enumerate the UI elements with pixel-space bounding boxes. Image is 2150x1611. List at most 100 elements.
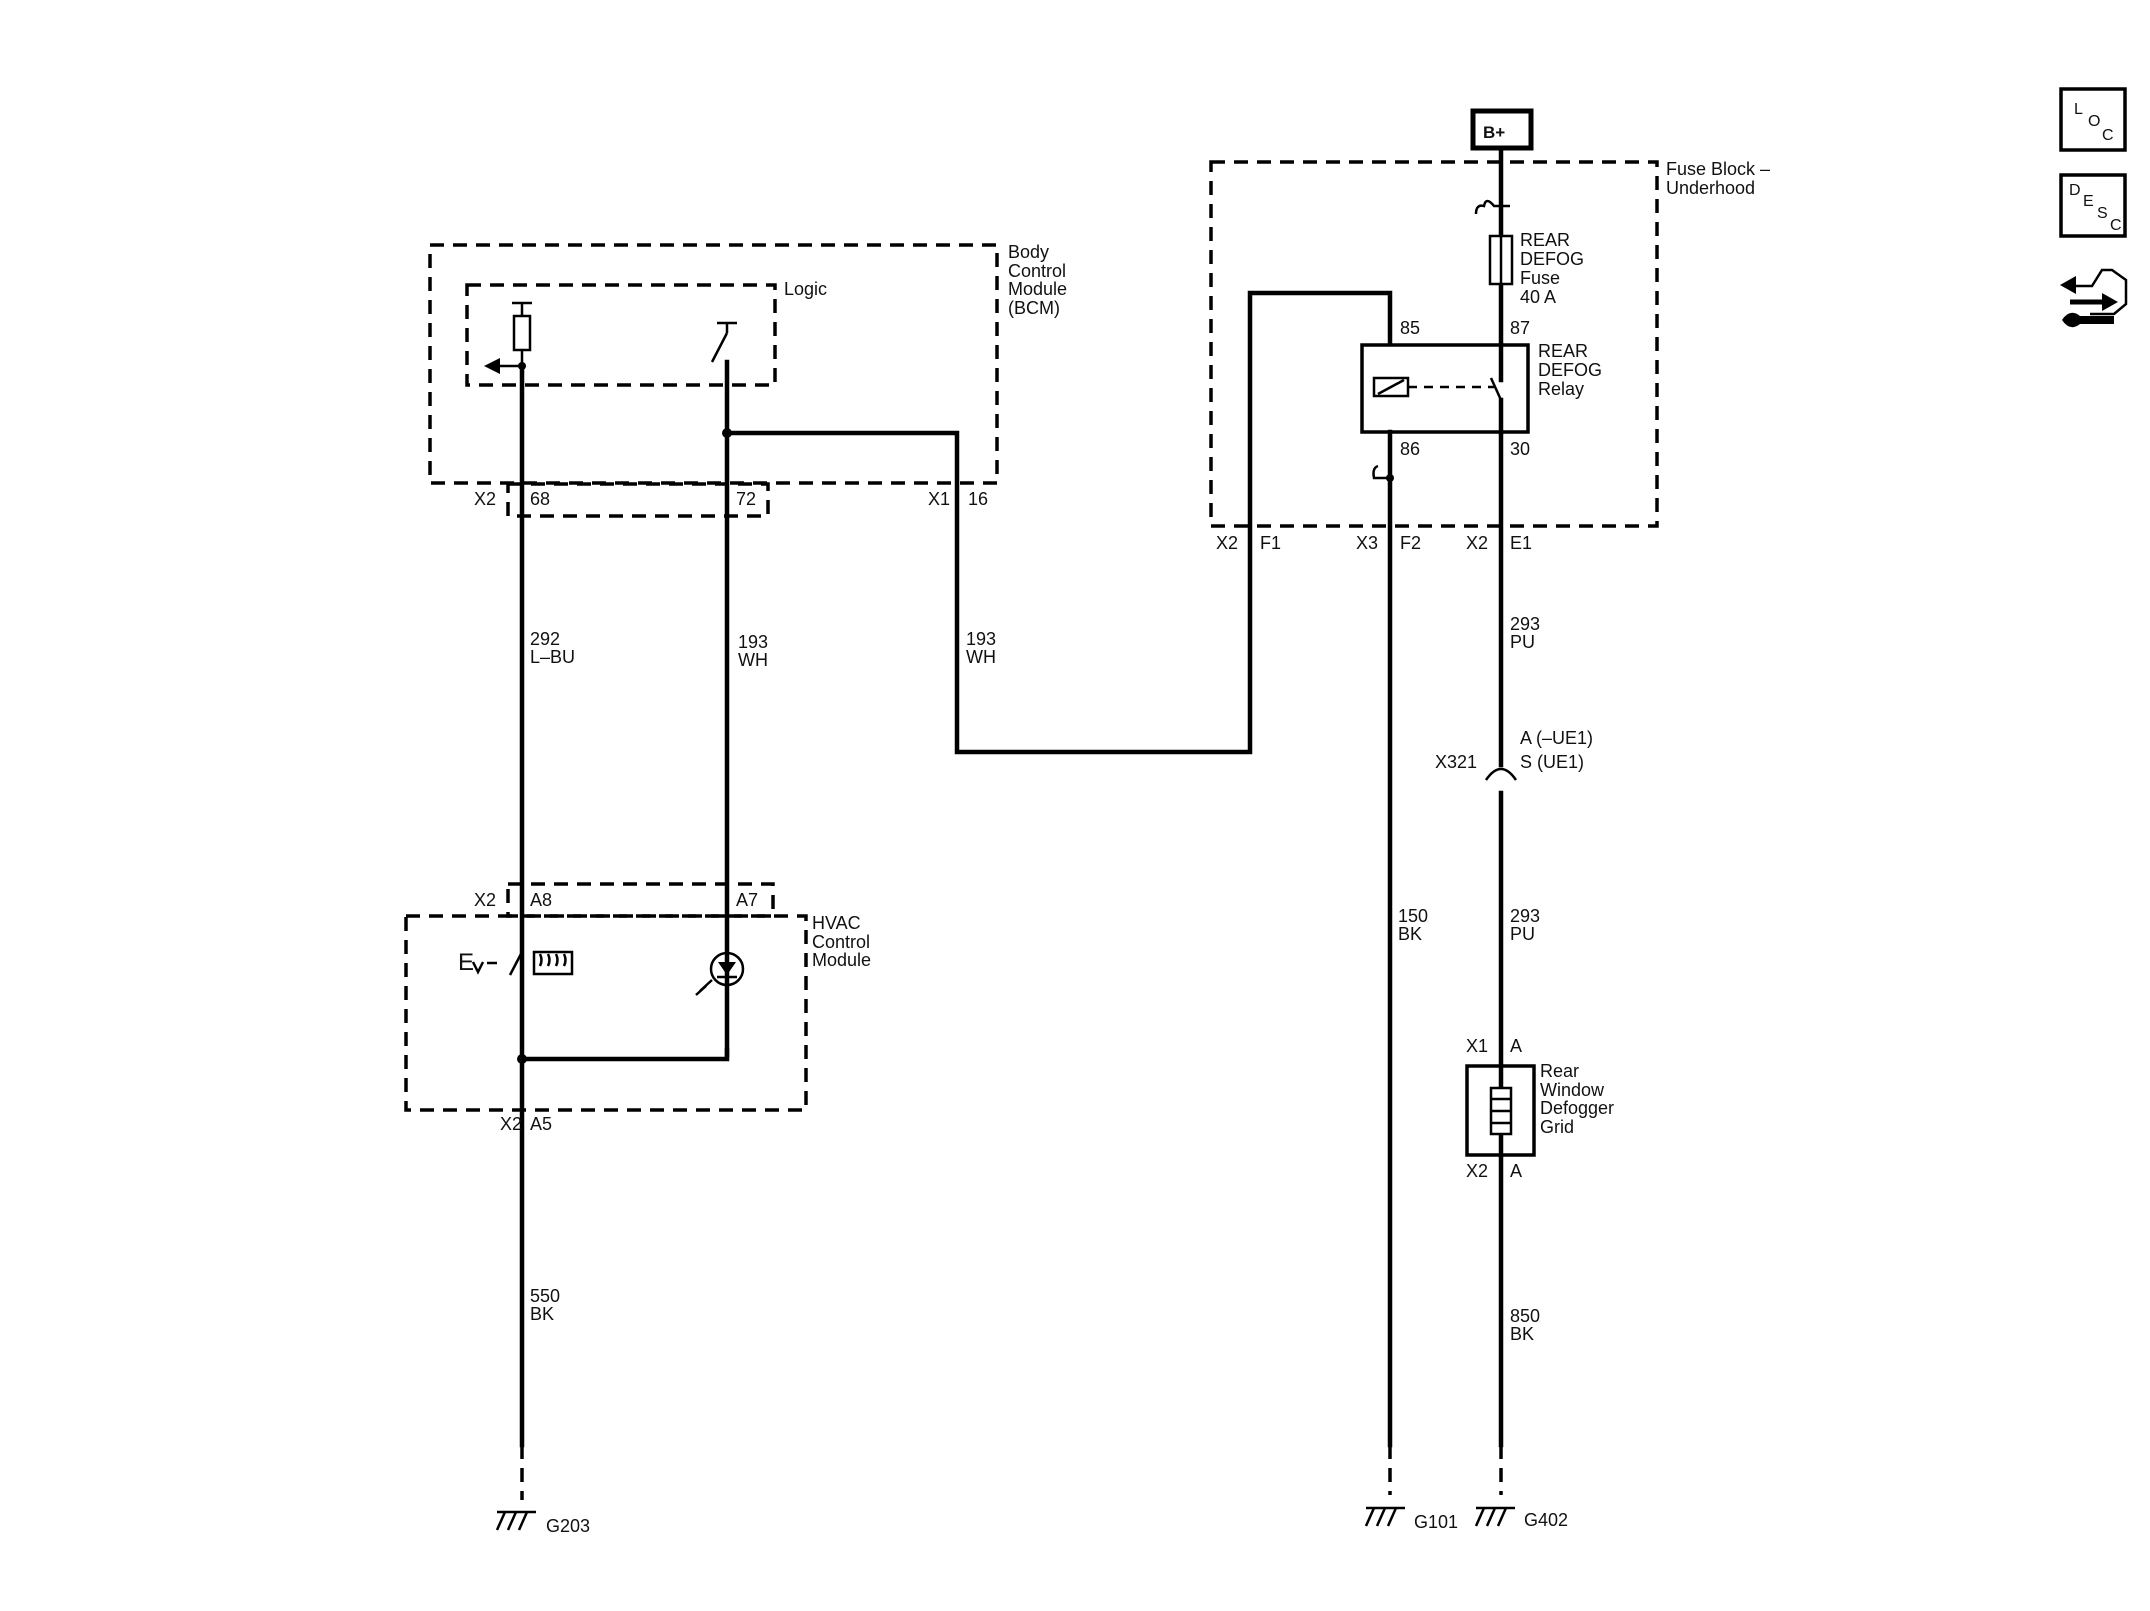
battery-positive-label: B+ — [1483, 123, 1505, 142]
svg-text:REAR: REAR — [1538, 341, 1588, 361]
svg-text:C: C — [2102, 127, 2114, 144]
svg-text:Module: Module — [1008, 279, 1067, 299]
bcm-boundary — [428, 243, 999, 485]
bcm-pin-72: 72 — [736, 489, 756, 509]
wire-550-circuit: 550 — [530, 1286, 560, 1306]
hvac-pin-a7: A7 — [736, 890, 758, 910]
svg-text:L: L — [2074, 101, 2083, 118]
relay-label: REAR DEFOG Relay — [1538, 341, 1602, 399]
fb-x2-right: X2 — [1466, 533, 1488, 553]
svg-text:Grid: Grid — [1540, 1117, 1574, 1137]
wire-150-circuit: 150 — [1398, 906, 1428, 926]
relay-86-ground-icon — [1372, 464, 1394, 482]
hvac-pin-a5: A5 — [530, 1114, 552, 1134]
ground-g101-icon — [1364, 1506, 1405, 1527]
wire-293a-color: PU — [1510, 632, 1535, 652]
svg-text:Window: Window — [1540, 1080, 1605, 1100]
hvac-indicator-led-icon — [695, 951, 745, 996]
ground-g203-icon — [495, 1510, 536, 1531]
bcm-logic-label: Logic — [784, 279, 827, 299]
svg-text:D: D — [2069, 182, 2081, 199]
svg-text:S: S — [2097, 205, 2108, 222]
grid-x2: X2 — [1466, 1161, 1488, 1181]
hvac-defog-switch-icon: E — [458, 949, 574, 976]
wire-193b-color: WH — [966, 647, 996, 667]
svg-text:40 A: 40 A — [1520, 287, 1556, 307]
svg-text:C: C — [2110, 217, 2122, 234]
hvac-internal-link — [519, 1047, 730, 1062]
svg-text:Module: Module — [812, 950, 871, 970]
svg-text:Rear: Rear — [1540, 1061, 1579, 1081]
wire-193b-circuit: 193 — [966, 629, 996, 649]
svg-text:Underhood: Underhood — [1666, 178, 1755, 198]
wire-550-color: BK — [530, 1304, 554, 1324]
fb-pin-f1: F1 — [1260, 533, 1281, 553]
wire-292-circuit: 292 — [530, 629, 560, 649]
wire-193-b — [724, 290, 1393, 755]
inline-connector-x321-icon — [1484, 767, 1518, 781]
location-button[interactable]: L O C — [2059, 87, 2127, 152]
svg-text:E: E — [2083, 193, 2094, 210]
fb-pin-f2: F2 — [1400, 533, 1421, 553]
svg-text:E: E — [458, 949, 474, 976]
relay-pin-85: 85 — [1400, 318, 1420, 338]
x321-s-line: S (UE1) — [1520, 752, 1584, 772]
grid-label: Rear Window Defogger Grid — [1540, 1061, 1614, 1137]
hvac-pin-a8: A8 — [530, 890, 552, 910]
grid-x1: X1 — [1466, 1036, 1488, 1056]
hvac-x2-top: X2 — [474, 890, 496, 910]
logic-resistor-icon — [484, 301, 532, 374]
rear-defog-fuse-icon — [1474, 199, 1514, 286]
svg-text:Body: Body — [1008, 242, 1049, 262]
svg-text:HVAC: HVAC — [812, 913, 861, 933]
svg-text:Defogger: Defogger — [1540, 1098, 1614, 1118]
relay-pin-87: 87 — [1510, 318, 1530, 338]
svg-text:DEFOG: DEFOG — [1538, 360, 1602, 380]
ground-g402-label: G402 — [1524, 1510, 1568, 1530]
description-button[interactable]: D E S C — [2059, 173, 2127, 238]
bcm-pin-68: 68 — [530, 489, 550, 509]
relay-coil-icon — [1372, 376, 1494, 398]
svg-text:(BCM): (BCM) — [1008, 298, 1060, 318]
fb-x3: X3 — [1356, 533, 1378, 553]
svg-text:DEFOG: DEFOG — [1520, 249, 1584, 269]
ground-g402-icon — [1474, 1506, 1515, 1527]
wire-850-circuit: 850 — [1510, 1306, 1540, 1326]
wire-150-color: BK — [1398, 924, 1422, 944]
grid-pin-a-top: A — [1510, 1036, 1522, 1056]
wire-850-color: BK — [1510, 1324, 1534, 1344]
svg-text:Fuse Block –: Fuse Block – — [1666, 159, 1770, 179]
svg-text:Control: Control — [812, 932, 870, 952]
grid-pin-a-bot: A — [1510, 1161, 1522, 1181]
hvac-label: HVAC Control Module — [812, 913, 871, 970]
wire-293b-color: PU — [1510, 924, 1535, 944]
wire-293b-circuit: 293 — [1510, 906, 1540, 926]
fuse-block-boundary — [1209, 160, 1659, 528]
bcm-logic-boundary — [465, 283, 777, 387]
hvac-x2-bot: X2 — [500, 1114, 522, 1134]
bcm-label: Body Control Module (BCM) — [1008, 242, 1067, 318]
relay-contact-icon — [1489, 377, 1503, 401]
x321-label: X321 — [1435, 752, 1477, 772]
wire-193a-circuit: 193 — [738, 632, 768, 652]
logic-switch-icon — [710, 321, 737, 363]
ground-g203-label: G203 — [546, 1516, 590, 1536]
hvac-boundary — [404, 914, 808, 1112]
ground-g101-label: G101 — [1414, 1512, 1458, 1532]
svg-text:Fuse: Fuse — [1520, 268, 1560, 288]
relay-pin-30: 30 — [1510, 439, 1530, 459]
bcm-x1-label: X1 — [928, 489, 950, 509]
connector-end-view-icon[interactable] — [2060, 268, 2128, 328]
relay-pin-86: 86 — [1400, 439, 1420, 459]
x321-a-line: A (–UE1) — [1520, 728, 1593, 748]
bcm-x2-label: X2 — [474, 489, 496, 509]
fb-pin-e1: E1 — [1510, 533, 1532, 553]
svg-text:Relay: Relay — [1538, 379, 1584, 399]
defogger-grid-icon — [1489, 1086, 1513, 1136]
fb-x2-left: X2 — [1216, 533, 1238, 553]
hvac-connector-x2 — [506, 882, 775, 918]
fuse-label: REAR DEFOG Fuse 40 A — [1520, 230, 1584, 307]
svg-text:Control: Control — [1008, 261, 1066, 281]
bcm-connector-x2 — [506, 482, 770, 518]
